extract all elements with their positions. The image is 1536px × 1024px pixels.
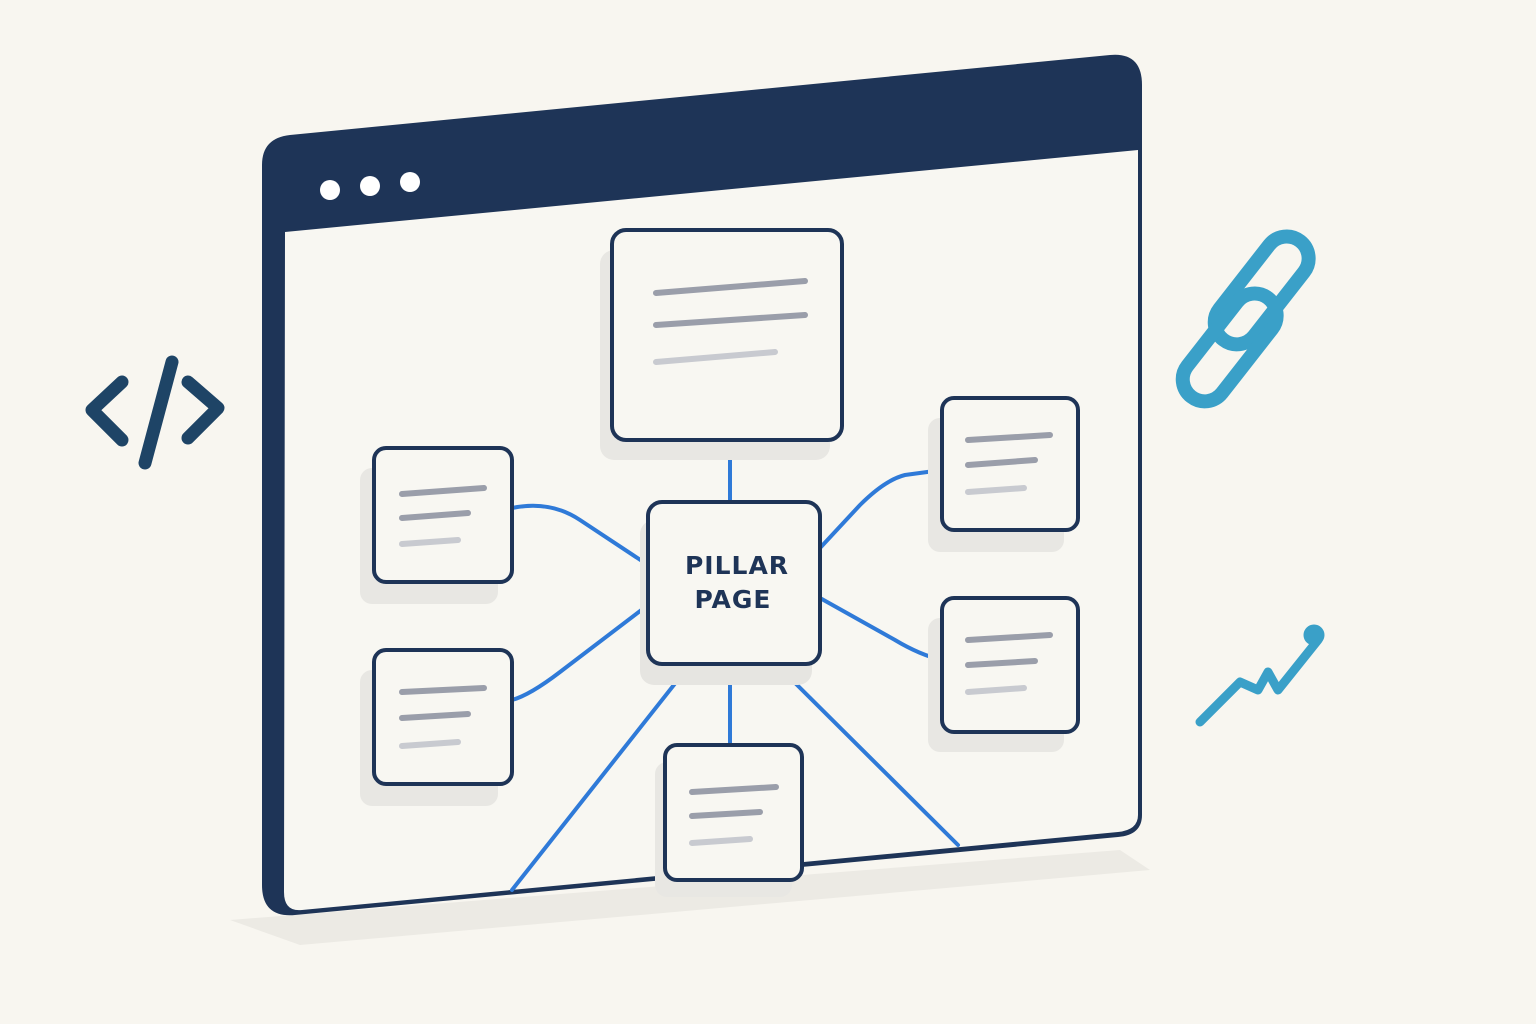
cluster-card-right-bottom[interactable] [928, 596, 1080, 752]
connector-right-top [818, 468, 944, 550]
pillar-label-line1: PILLAR [685, 551, 789, 580]
window-dot[interactable] [360, 176, 380, 196]
pillar-page-card[interactable]: PILLAR PAGE [640, 500, 822, 685]
cluster-card-top[interactable] [600, 228, 844, 460]
cluster-card-bottom[interactable] [655, 743, 804, 897]
window-shadow [230, 850, 1150, 945]
chain-link-icon [1175, 229, 1316, 409]
connector-left-bottom [510, 603, 650, 702]
window-dot[interactable] [400, 172, 420, 192]
window-dot[interactable] [320, 180, 340, 200]
connector-bottom-left [510, 660, 694, 892]
cluster-card-right-top[interactable] [928, 396, 1080, 552]
cluster-card-left-bottom[interactable] [360, 648, 514, 806]
code-icon [85, 355, 225, 470]
connector-left-top [510, 503, 650, 567]
pillar-label-line2: PAGE [695, 585, 772, 614]
cluster-card-left-top[interactable] [360, 446, 514, 604]
connector-bottom-right [770, 658, 960, 847]
broken-link-icon [1195, 624, 1325, 727]
